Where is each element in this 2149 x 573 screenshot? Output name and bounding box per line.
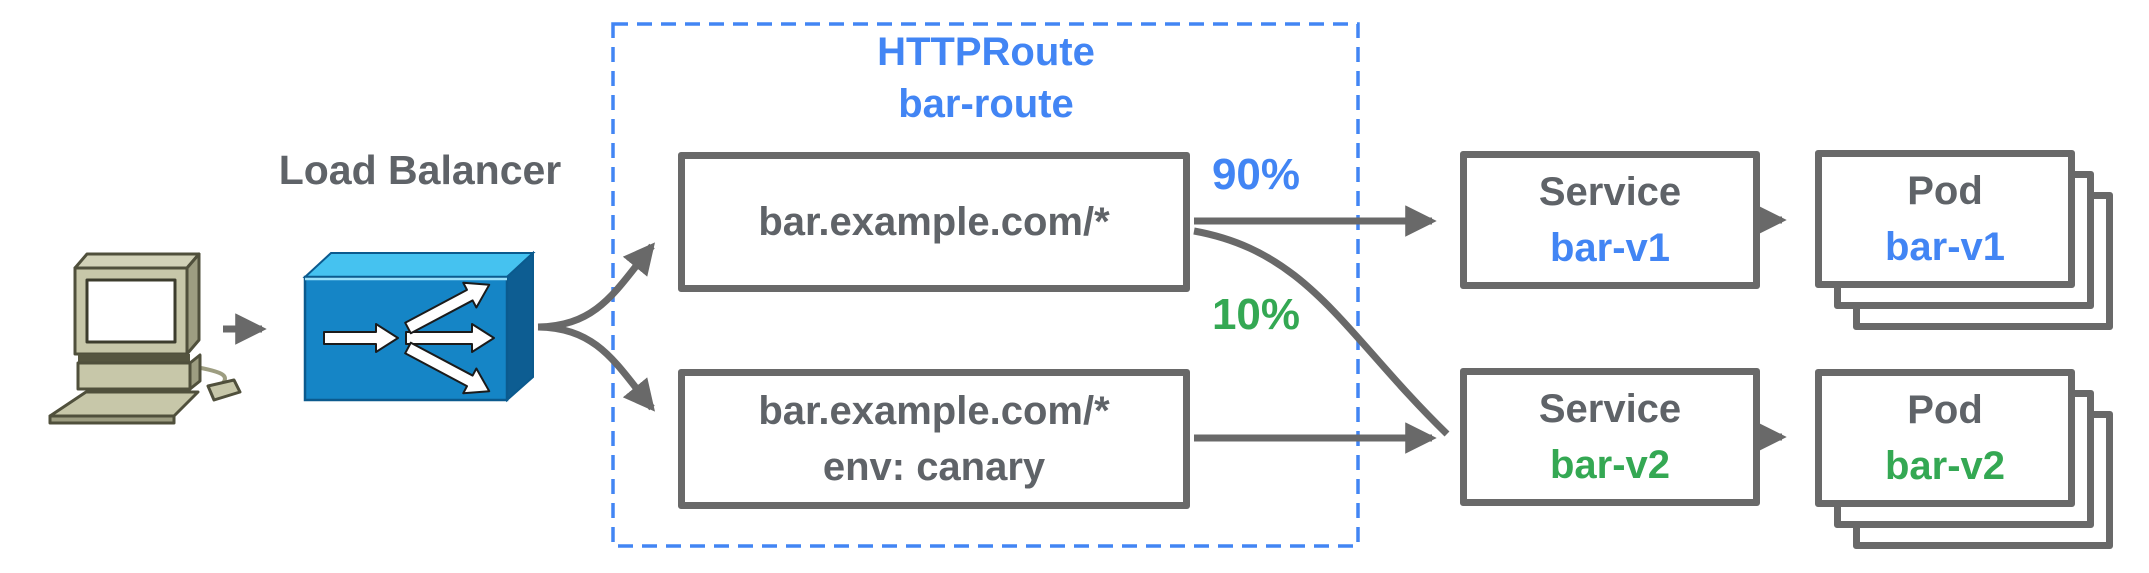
pod-stack-bar-v1: Pod bar-v1	[1815, 150, 2117, 330]
service-bar-v2: Service bar-v2	[1460, 368, 1760, 506]
weight-label-10: 10%	[1211, 290, 1301, 339]
monitor-side-face	[185, 252, 201, 356]
service-name: bar-v2	[1549, 443, 1671, 487]
monitor-screen	[85, 278, 177, 344]
route-rule-2-match: bar.example.com/*	[758, 389, 1110, 433]
service-name: bar-v1	[1549, 226, 1671, 270]
pod-stack-bar-v2: Pod bar-v2	[1815, 369, 2117, 549]
load-balancer-icon	[302, 250, 536, 403]
route-rule-canary: bar.example.com/* env: canary	[678, 369, 1190, 509]
service-kind: Service	[1538, 387, 1682, 431]
pod-bar-v1: Pod bar-v1	[1815, 150, 2075, 288]
mouse	[206, 378, 242, 402]
curve-rule1-to-service-v2	[1193, 227, 1450, 437]
httproute-dashed-border	[611, 22, 1360, 548]
monitor-top-face	[73, 252, 201, 270]
pod-kind: Pod	[1907, 169, 1983, 213]
pod-bar-v2: Pod bar-v2	[1815, 369, 2075, 507]
httproute-title: HTTPRoute bar-route	[613, 26, 1359, 130]
keyboard-front-edge	[48, 414, 176, 425]
weight-label-90: 90%	[1211, 150, 1301, 199]
monitor-base-gap	[78, 354, 190, 363]
httproute-name: bar-route	[898, 82, 1074, 126]
route-rule-hostname: bar.example.com/*	[678, 152, 1190, 292]
load-balancer-label: Load Balancer	[278, 147, 562, 193]
client-computer-icon	[48, 252, 242, 425]
service-kind: Service	[1538, 170, 1682, 214]
route-rule-2-header: env: canary	[822, 445, 1046, 489]
cpu-base	[76, 361, 192, 391]
pod-kind: Pod	[1907, 388, 1983, 432]
lb-side-face	[506, 250, 534, 403]
pod-name: bar-v2	[1884, 444, 2006, 488]
pod-name: bar-v1	[1884, 225, 2006, 269]
httproute-kind: HTTPRoute	[877, 30, 1095, 74]
connector-arrows	[223, 204, 1787, 454]
keyboard	[48, 390, 200, 418]
service-bar-v1: Service bar-v1	[1460, 151, 1760, 289]
lb-split-arrows	[323, 281, 495, 395]
lb-top-face	[302, 252, 536, 278]
arrow-lb-to-rule1	[537, 242, 655, 331]
arrow-lb-to-rule2	[537, 323, 655, 412]
route-rule-1-match: bar.example.com/*	[758, 200, 1110, 244]
